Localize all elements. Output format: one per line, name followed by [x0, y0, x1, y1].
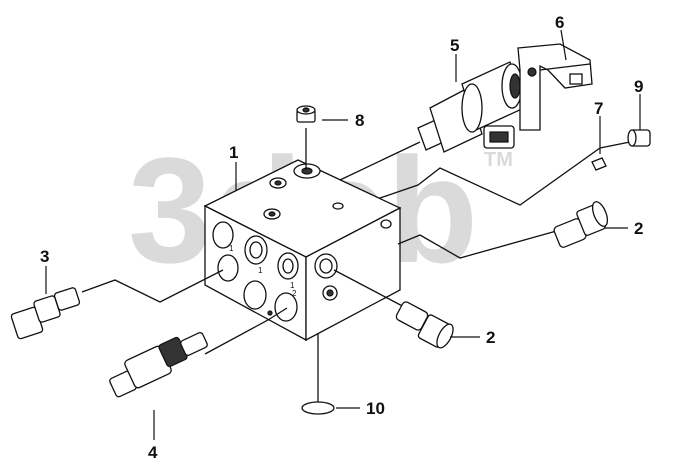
o-ring-part-10	[301, 401, 335, 415]
cartridge-part-3	[10, 287, 81, 340]
solenoid-valve-part-5	[417, 61, 525, 153]
cap-part-9	[627, 129, 651, 147]
callout-10: 10	[366, 399, 385, 418]
callouts: 1 2 2 3 4 5 6 7 8 9 10	[40, 13, 643, 462]
cartridge-part-2-right	[553, 201, 609, 248]
port-mark: 1	[258, 266, 263, 275]
assembly-paths	[81, 128, 631, 402]
callout-7: 7	[594, 99, 603, 118]
callout-9: 9	[634, 77, 643, 96]
port-mark: 1	[290, 281, 295, 290]
port-mark: 1	[229, 244, 234, 253]
callout-4: 4	[148, 443, 158, 462]
callout-6: 6	[555, 13, 564, 32]
callout-2: 2	[486, 328, 495, 347]
watermark-tm: TM	[484, 149, 513, 171]
callout-2: 2	[634, 219, 643, 238]
callout-3: 3	[40, 247, 49, 266]
callout-8: 8	[355, 111, 364, 130]
leader-lines	[45, 29, 641, 440]
valve-block	[203, 159, 402, 342]
callout-5: 5	[450, 36, 459, 55]
fitting-part-7	[591, 157, 607, 171]
cartridge-part-2-lower	[395, 301, 454, 349]
plug-part-8	[296, 105, 316, 123]
cartridge-part-4	[109, 332, 208, 398]
callout-1: 1	[229, 143, 238, 162]
bracket-part-6	[517, 43, 593, 131]
port-mark: 2	[292, 289, 297, 298]
